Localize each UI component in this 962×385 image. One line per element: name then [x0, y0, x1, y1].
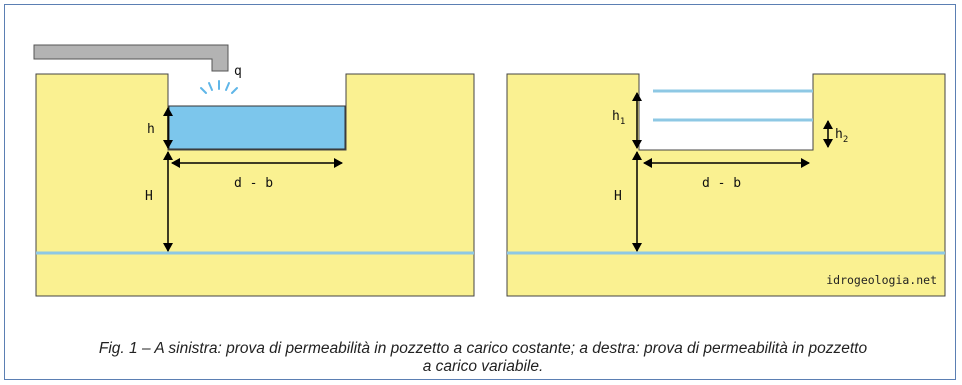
caption-line-1: Fig. 1 – A sinistra: prova di permeabili… [98, 340, 868, 357]
left-width-label: d - b [234, 176, 273, 191]
flow-rate-label: q [234, 64, 242, 79]
source-watermark: idrogeologia.net [826, 273, 937, 287]
right-h2-label: h2 [835, 127, 848, 145]
left-soil-block [35, 73, 475, 297]
left-panel: q h H d - b [33, 44, 475, 297]
left-pit-water [168, 105, 346, 150]
right-pit [640, 74, 812, 150]
permeability-test-diagram: q h H d - b h1 h2 H d - b idrogeologia.n… [33, 44, 946, 297]
left-h-label: h [147, 122, 155, 137]
right-h1-label: h1 [612, 109, 625, 127]
left-H-label: H [145, 189, 153, 204]
figure-frame [4, 4, 956, 380]
right-panel: h1 h2 H d - b idrogeologia.net [506, 73, 946, 297]
water-spray-icon [200, 80, 238, 94]
caption-line-2: a carico variabile. [422, 358, 544, 375]
figure-caption: Fig. 1 – A sinistra: prova di permeabili… [10, 340, 956, 376]
right-H-label: H [614, 189, 622, 204]
supply-pipe [33, 44, 229, 72]
right-width-label: d - b [702, 176, 741, 191]
